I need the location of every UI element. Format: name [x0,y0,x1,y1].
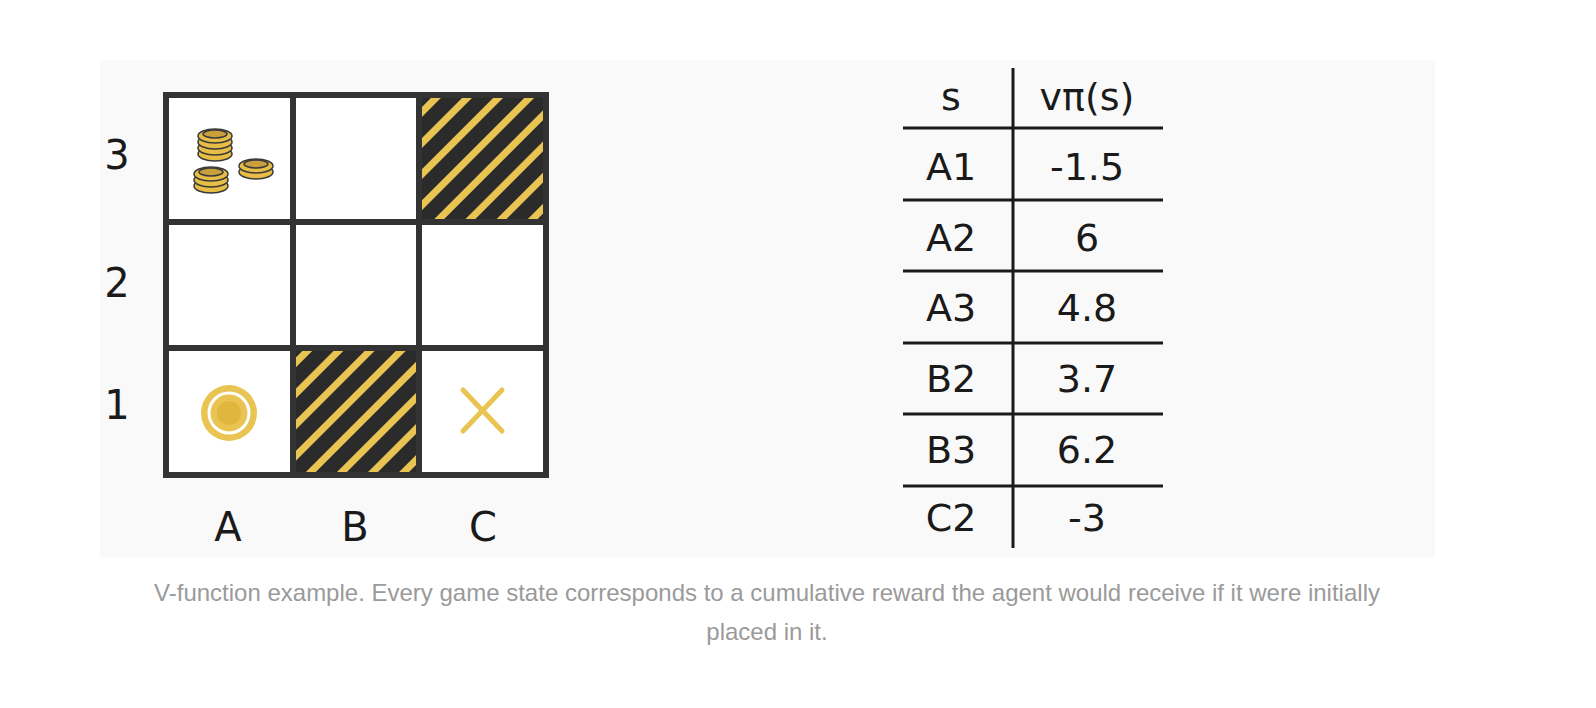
table-cell: C2 [926,499,977,537]
axis-label: 2 [104,263,129,303]
table-cell: A2 [926,219,976,257]
goal-cross [463,390,502,431]
table-cell: B2 [926,360,976,398]
grid-frame [163,92,549,478]
table-cell: -1.5 [1050,148,1124,186]
agent-start-marker [201,385,257,441]
table-cell: 3.7 [1057,360,1117,398]
table-header: vπ(s) [1040,78,1135,116]
table-cell: A3 [926,289,976,327]
table-cell: A1 [926,148,976,186]
wall-cell [422,98,543,219]
axis-label: 3 [104,135,129,175]
table-cell: -3 [1068,499,1106,537]
table-cell: 4.8 [1057,289,1117,327]
figure-caption: V-function example. Every game state cor… [117,573,1417,651]
axis-label: B [341,507,368,547]
table-rules [903,68,1163,548]
table-cell: 6.2 [1057,431,1117,469]
axis-label: 1 [104,385,129,425]
table-header: s [941,78,961,116]
table-cell: B3 [926,431,976,469]
axis-label: C [469,507,497,547]
wall-cell [296,351,416,472]
coin-stacks [194,129,273,193]
axis-label: A [214,507,241,547]
table-cell: 6 [1075,219,1099,257]
panel-ground [100,60,1435,557]
